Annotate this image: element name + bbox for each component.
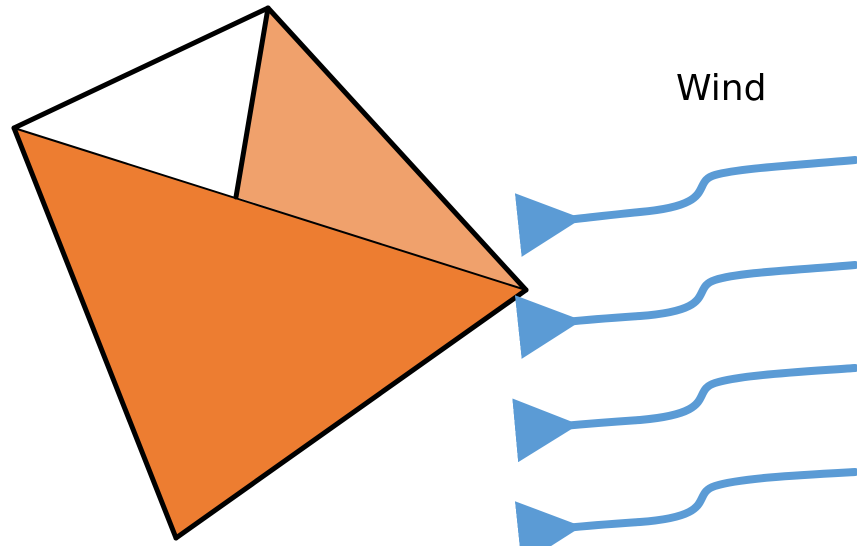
wind-arrow-2 <box>566 265 855 322</box>
kite <box>14 8 526 538</box>
wind-label: Wind <box>676 68 766 109</box>
wind-arrow-1 <box>566 160 855 220</box>
wind-arrows <box>563 160 855 528</box>
wind-arrow-3 <box>563 368 855 426</box>
wind-arrow-4 <box>566 472 855 528</box>
